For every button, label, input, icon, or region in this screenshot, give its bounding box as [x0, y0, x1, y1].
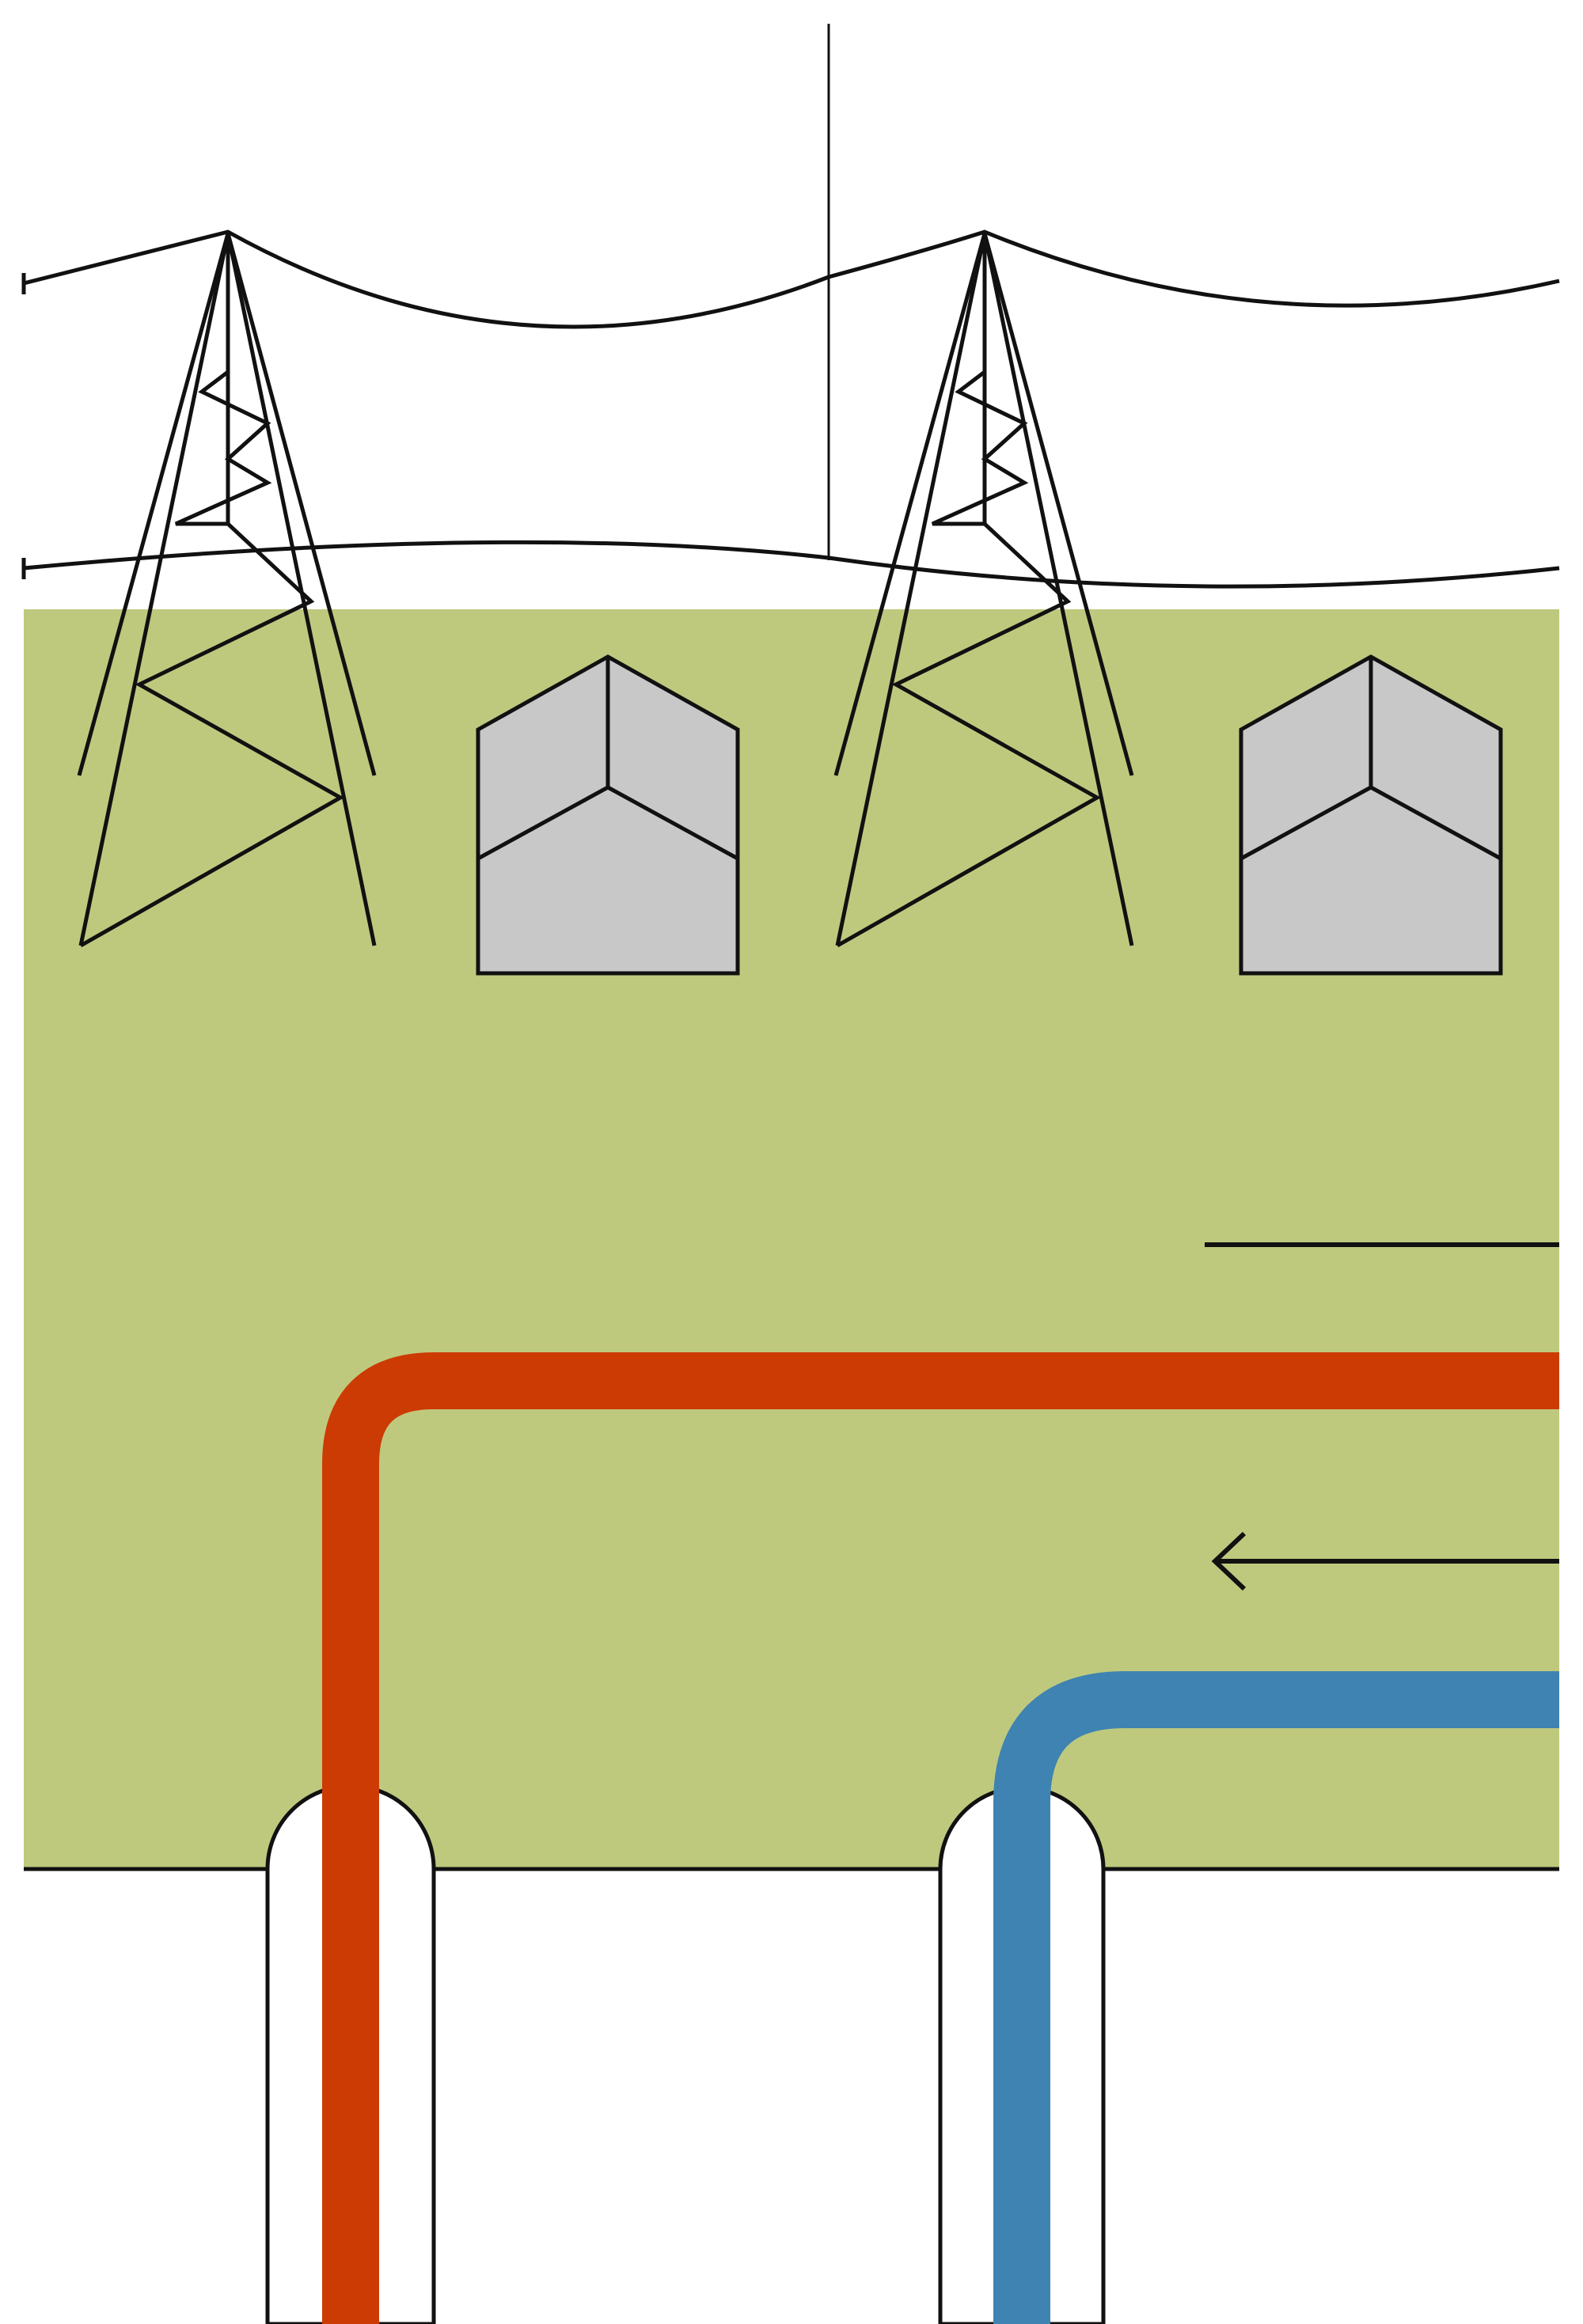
power-lines: [23, 229, 1560, 589]
power-pylon-icon: [77, 233, 377, 948]
arrow-left-icon: [1211, 1531, 1559, 1591]
building-icon: [1239, 654, 1503, 976]
hot-pipe: [322, 1352, 1559, 2324]
power-pylon-icon: [833, 233, 1134, 948]
building-icon: [476, 654, 740, 976]
ground-area: [24, 609, 1559, 1869]
cold-pipe: [993, 1671, 1559, 2324]
